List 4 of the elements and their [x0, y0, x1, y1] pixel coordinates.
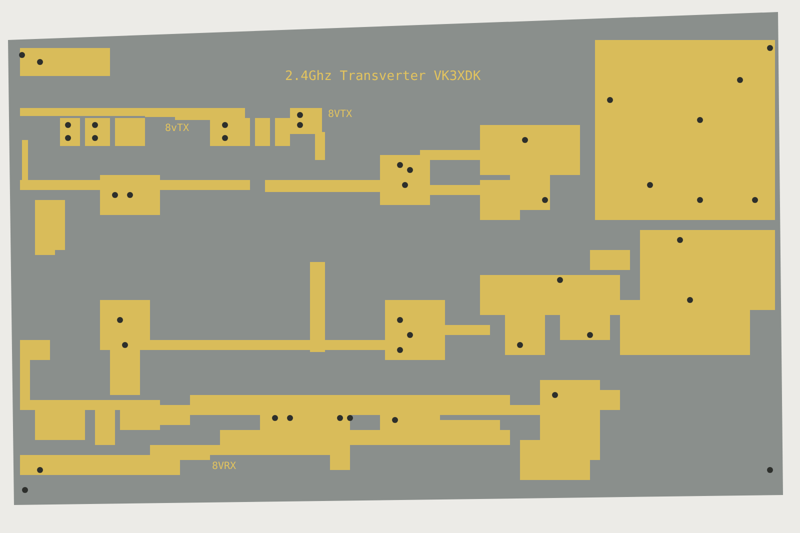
- board-label: 8vTX: [165, 124, 190, 134]
- board-label: 8VTX: [328, 110, 352, 120]
- board-label: 2.4Ghz Transverter VK3XDK: [285, 70, 481, 83]
- board-label: 8VRX: [212, 462, 236, 472]
